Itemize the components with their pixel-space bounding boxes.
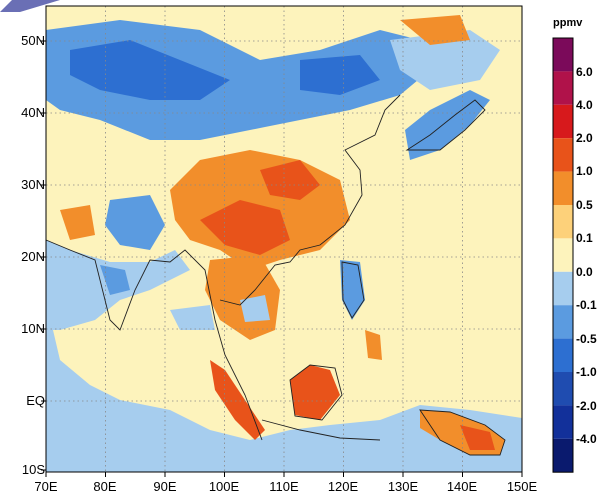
lon-label-110e: 110E	[269, 479, 299, 494]
lon-label-80e: 80E	[93, 479, 117, 494]
colorbar-label: 6.0	[576, 65, 593, 79]
colorbar	[552, 37, 574, 473]
colorbar-swatch	[553, 271, 573, 306]
colorbar-label: -1.0	[576, 365, 597, 379]
lon-label-120e: 120E	[327, 479, 359, 494]
lat-label-20n: 20N	[21, 249, 45, 264]
lat-label-10n: 10N	[21, 321, 45, 336]
colorbar-swatch	[553, 71, 573, 105]
logo-corner-graphic	[0, 0, 60, 12]
coastlines	[45, 94, 506, 456]
colorbar-swatch	[553, 305, 573, 339]
lat-label-eq: EQ	[26, 393, 45, 408]
colorbar-swatch	[553, 38, 573, 72]
lon-label-70e: 70E	[34, 479, 58, 494]
colorbar-swatch	[553, 372, 573, 406]
colorbar-label: -2.0	[576, 399, 597, 413]
lat-label-50n: 50N	[21, 33, 45, 48]
colorbar-label: 2.0	[576, 131, 593, 145]
lon-label-90e: 90E	[153, 479, 177, 494]
colorbar-label: -0.5	[576, 332, 597, 346]
grid-lines	[46, 6, 522, 472]
colorbar-label: -4.0	[576, 432, 597, 446]
colorbar-swatch	[553, 171, 573, 205]
lon-label-130e: 130E	[387, 479, 419, 494]
colorbar-label: -0.1	[576, 298, 597, 312]
colorbar-label: 0.5	[576, 198, 593, 212]
colorbar-swatch	[553, 338, 573, 372]
colorbar-title: ppmv	[553, 17, 583, 29]
lat-label-30n: 30N	[21, 177, 45, 192]
colorbar-label: 0.0	[576, 265, 593, 279]
colorbar-frame	[552, 37, 574, 473]
colorbar-swatch	[553, 438, 573, 473]
lat-label-40n: 40N	[21, 105, 45, 120]
colorbar-swatch	[553, 205, 573, 239]
colorbar-swatch	[553, 104, 573, 139]
lon-label-100e: 100E	[208, 479, 240, 494]
lon-label-140e: 140E	[446, 479, 478, 494]
colorbar-label: 0.1	[576, 231, 593, 245]
colorbar-swatch	[553, 238, 573, 272]
colorbar-swatch	[553, 405, 573, 439]
tick-marks	[41, 40, 523, 477]
colorbar-label: 1.0	[576, 164, 593, 178]
lon-label-150e: 150E	[506, 479, 538, 494]
lat-label-10s: 10S	[21, 462, 45, 477]
colorbar-swatch	[553, 138, 573, 172]
colorbar-label: 4.0	[576, 98, 593, 112]
